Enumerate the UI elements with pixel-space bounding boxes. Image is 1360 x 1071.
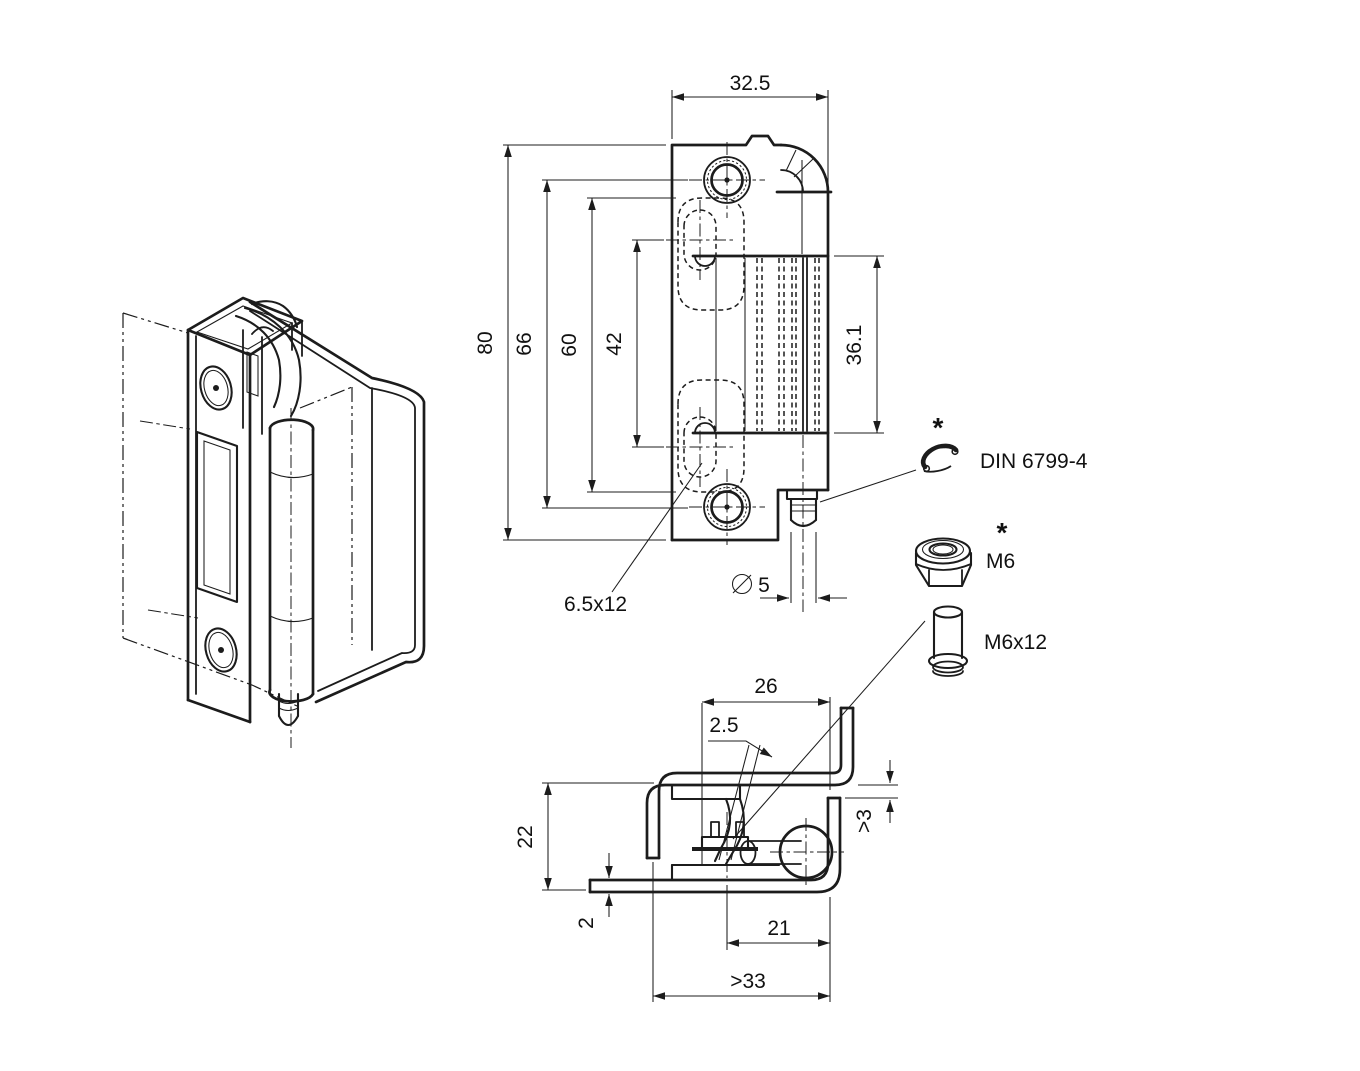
dim-text-26: 26: [754, 675, 777, 698]
dim-text-gt33: >33: [730, 970, 766, 993]
hidden-pockets: [666, 197, 745, 493]
curled-leaf-inner-arc: [780, 169, 804, 193]
dim-hole-spacing: 66: [513, 179, 688, 509]
dim-sheet-thickness: 2.5: [708, 714, 773, 861]
nut-callout: * M6: [914, 517, 1015, 588]
dim-overall-depth: 22: [514, 782, 654, 891]
iso-pin-tip: [277, 692, 300, 727]
hinge-channel-rim: [186, 296, 304, 357]
hole-top: [689, 142, 765, 218]
curled-leaf: [234, 300, 302, 435]
section-barrel: [739, 818, 844, 888]
slot-size-label: 6.5x12: [564, 462, 703, 616]
frame-sheet-profile: [588, 796, 842, 894]
iso-hole-bottom: [204, 627, 238, 673]
retaining-ring-leader: [819, 469, 917, 503]
screw-leader: [732, 620, 926, 840]
nut-label: M6: [986, 550, 1015, 573]
frame-profile: [248, 300, 426, 704]
dim-text-2: 2: [575, 917, 598, 929]
pin-bottom: [785, 435, 819, 612]
dim-cutout-spacing: 60: [558, 197, 676, 493]
dim-pin-offset: 21: [726, 885, 831, 1002]
isometric-view: [122, 296, 426, 748]
dim-pin-diameter: 5: [731, 532, 847, 603]
dim-text-gt3: >3: [853, 809, 876, 833]
dim-text-36-1: 36.1: [843, 325, 866, 366]
front-view: 32.5 80 66 60 42: [474, 72, 884, 616]
dim-clearance-gap: >3: [845, 760, 898, 833]
slot-leader-line: [611, 462, 703, 593]
retaining-ring-icon: [920, 443, 959, 473]
dim-mount-width: 26: [701, 675, 831, 866]
dim-text-21: 21: [767, 917, 790, 940]
plate-bottom-edge: [670, 488, 830, 542]
hardware-callouts: * DIN 6799-4 * M6: [732, 412, 1088, 840]
slot-top: [683, 209, 717, 271]
slot-bottom: [683, 416, 717, 478]
asterisk-1: *: [933, 412, 944, 443]
knuckle-band: [691, 160, 830, 435]
hex-nut-icon: [914, 537, 973, 588]
retaining-ring-label: DIN 6799-4: [980, 450, 1088, 473]
dim-slot-spacing: 42: [603, 239, 664, 448]
dim-min-frame-width: >33: [652, 862, 830, 1002]
recessed-window: [195, 430, 239, 604]
dim-overall-height: 80: [474, 144, 666, 541]
dim-overall-width: 32.5: [671, 72, 829, 185]
section-view: 26 2.5 22 2 >3: [514, 675, 898, 1002]
iso-barrel: [268, 408, 315, 748]
screw-icon: [927, 605, 969, 677]
dim-text-42: 42: [603, 332, 626, 355]
dim-text-22: 22: [514, 825, 537, 848]
slot-size-text: 6.5x12: [564, 593, 627, 616]
dim-text-2-5: 2.5: [709, 714, 738, 737]
screw-label: M6x12: [984, 631, 1047, 654]
diameter-symbol-icon: [731, 573, 753, 595]
dim-text-pin-dia: 5: [758, 574, 770, 597]
section-hinge-leaves: [670, 783, 781, 882]
iso-hole-top: [199, 365, 233, 411]
dim-leaf-height: 36.1: [834, 255, 884, 434]
dim-frame-thickness: 2: [575, 853, 613, 929]
phantom-door-panel: [122, 312, 298, 707]
dim-text-32-5: 32.5: [730, 72, 771, 95]
dim-text-66: 66: [513, 332, 536, 355]
screw-callout: M6x12: [927, 605, 1047, 677]
dim-text-80: 80: [474, 331, 497, 354]
plate-left-top-edge: [670, 134, 783, 542]
dim-text-60: 60: [558, 333, 581, 356]
asterisk-2: *: [997, 517, 1008, 548]
retaining-ring-callout: * DIN 6799-4: [920, 412, 1088, 473]
curled-leaf-outer-arc: [779, 143, 830, 194]
